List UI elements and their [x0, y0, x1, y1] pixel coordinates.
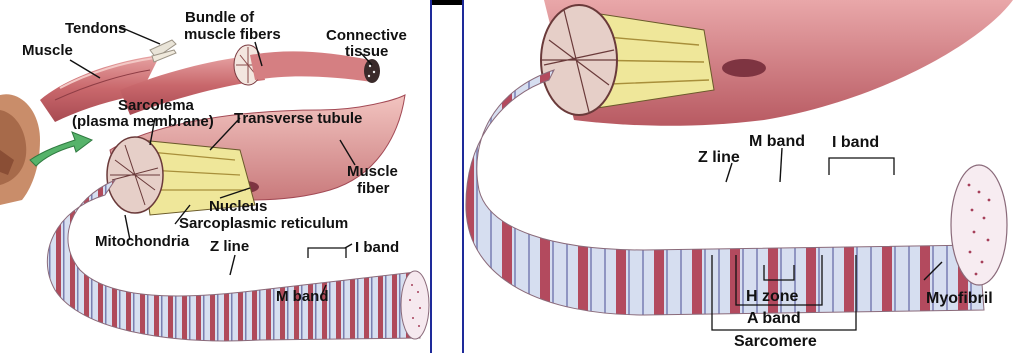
sarcomere-zoom-panel: Z line M band I band H zone A band Sarco… [462, 0, 1013, 353]
label-sarcolema-line1: Sarcolema [118, 97, 195, 114]
label-tendons: Tendons [65, 20, 126, 37]
label-muscle-fiber-line2: fiber [357, 180, 390, 197]
label-i-band: I band [355, 239, 399, 256]
label-bundle-line2: muscle fibers [184, 26, 281, 43]
label-z-line: Z line [210, 238, 249, 255]
label-h-zone: H zone [746, 288, 799, 305]
label-mitochondria: Mitochondria [95, 233, 190, 250]
label-m-band-zoom: M band [749, 133, 805, 150]
label-nucleus: Nucleus [209, 198, 267, 215]
muscle-structure-overview-panel: Tendons Bundle of muscle fibers Connecti… [0, 0, 432, 353]
muscle-overview-illustration: Tendons Bundle of muscle fibers Connecti… [0, 0, 430, 353]
label-sarcoplasmic-reticulum: Sarcoplasmic reticulum [179, 215, 348, 232]
label-muscle: Muscle [22, 42, 73, 59]
myofibril-zoom-illustration: Z line M band I band H zone A band Sarco… [464, 0, 1013, 353]
label-transverse-tubule: Transverse tubule [234, 110, 362, 127]
label-sarcomere: Sarcomere [734, 333, 817, 350]
label-connective-line1: Connective [326, 27, 407, 44]
label-i-band-zoom: I band [832, 134, 879, 151]
label-a-band: A band [747, 310, 801, 327]
label-myofibril: Myofibril [926, 290, 993, 307]
label-bundle-line1: Bundle of [185, 9, 255, 26]
label-m-band: M band [276, 288, 329, 305]
connective-tissue-end [364, 59, 380, 83]
label-sarcolema-line2: (plasma membrane) [72, 113, 214, 130]
label-muscle-fiber-line1: Muscle [347, 163, 398, 180]
label-connective-line2: tissue [345, 43, 388, 60]
label-z-line-zoom: Z line [698, 149, 740, 166]
